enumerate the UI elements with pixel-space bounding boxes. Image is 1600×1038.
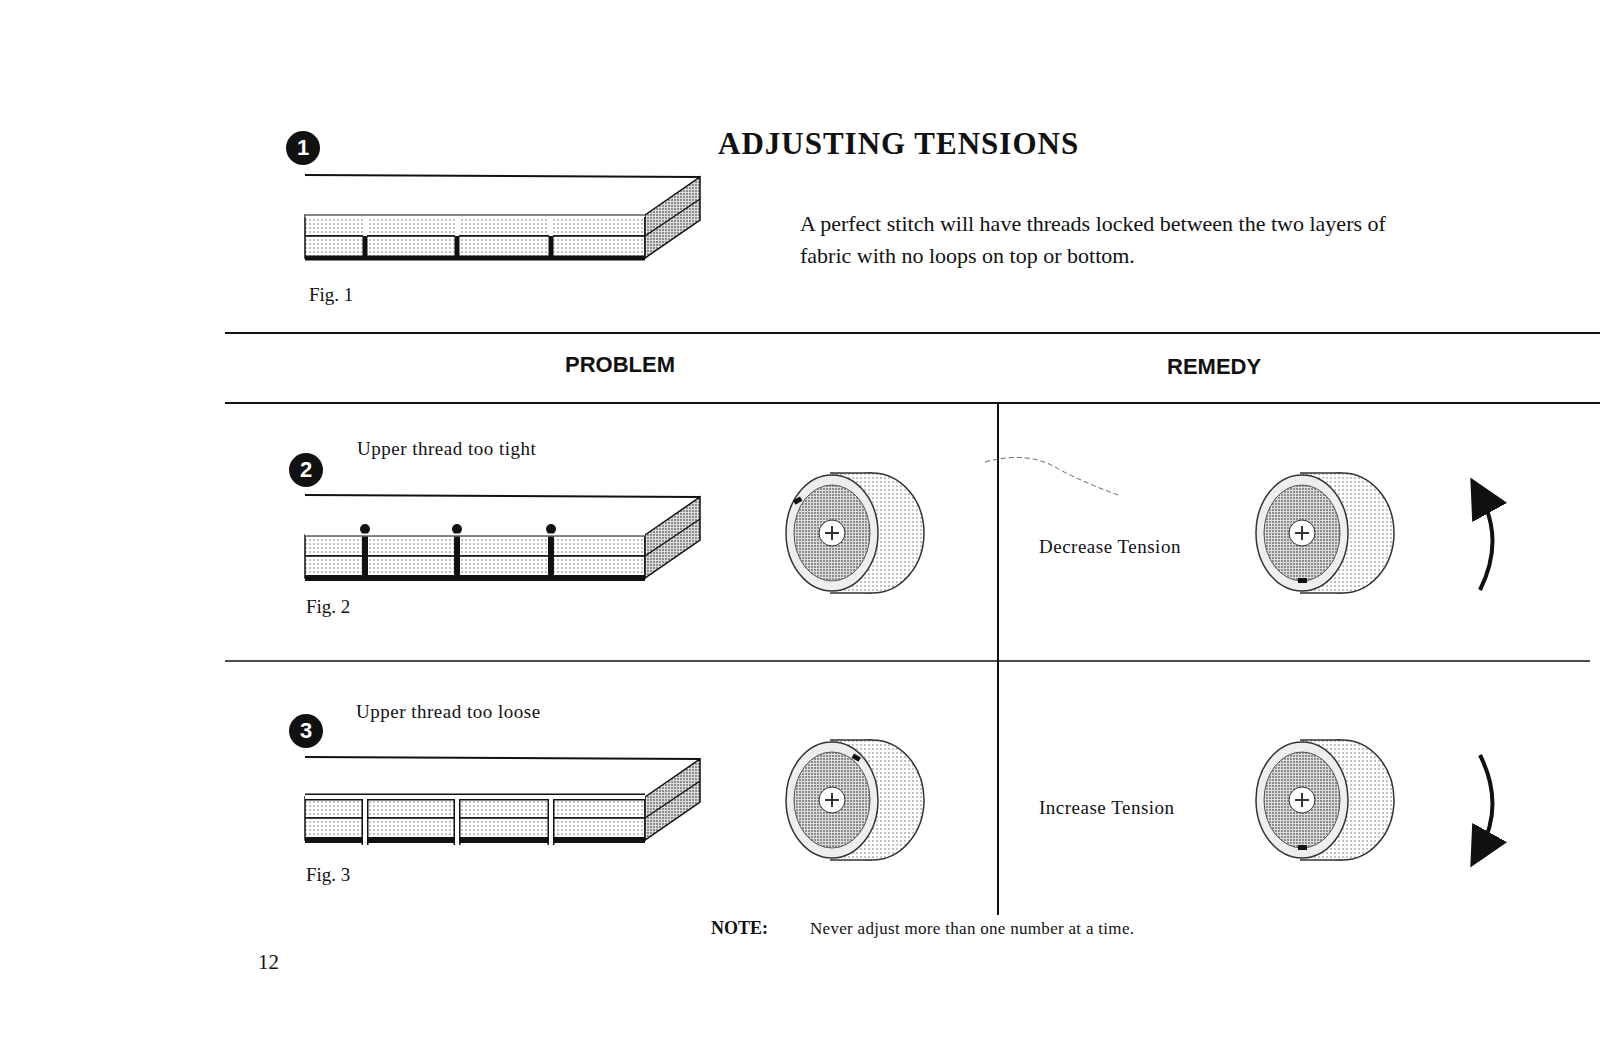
figure-label: Fig. 1 [309, 284, 353, 307]
description: A perfect stitch will have threads locke… [800, 208, 1420, 272]
remedy-text: Increase Tension [1039, 797, 1175, 820]
column-header: REMEDY [1167, 354, 1261, 380]
callout-number: 2 [300, 457, 312, 483]
remedy-text: Decrease Tension [1039, 536, 1181, 559]
page-number: 12 [258, 950, 279, 975]
problem-text: Upper thread too tight [357, 438, 536, 461]
callout-number: 1 [297, 135, 309, 161]
callout-circle: 3 [289, 714, 323, 748]
note-text: Never adjust more than one number at a t… [810, 919, 1134, 939]
column-header: PROBLEM [565, 352, 675, 378]
problem-text: Upper thread too loose [356, 701, 541, 724]
callout-number: 3 [300, 718, 312, 744]
figure-label: Fig. 3 [306, 864, 350, 887]
note-label: NOTE: [711, 918, 768, 940]
title: ADJUSTING TENSIONS [718, 125, 1079, 162]
figure-label: Fig. 2 [306, 596, 350, 619]
callout-circle: 2 [289, 453, 323, 487]
callout-circle: 1 [286, 131, 320, 165]
